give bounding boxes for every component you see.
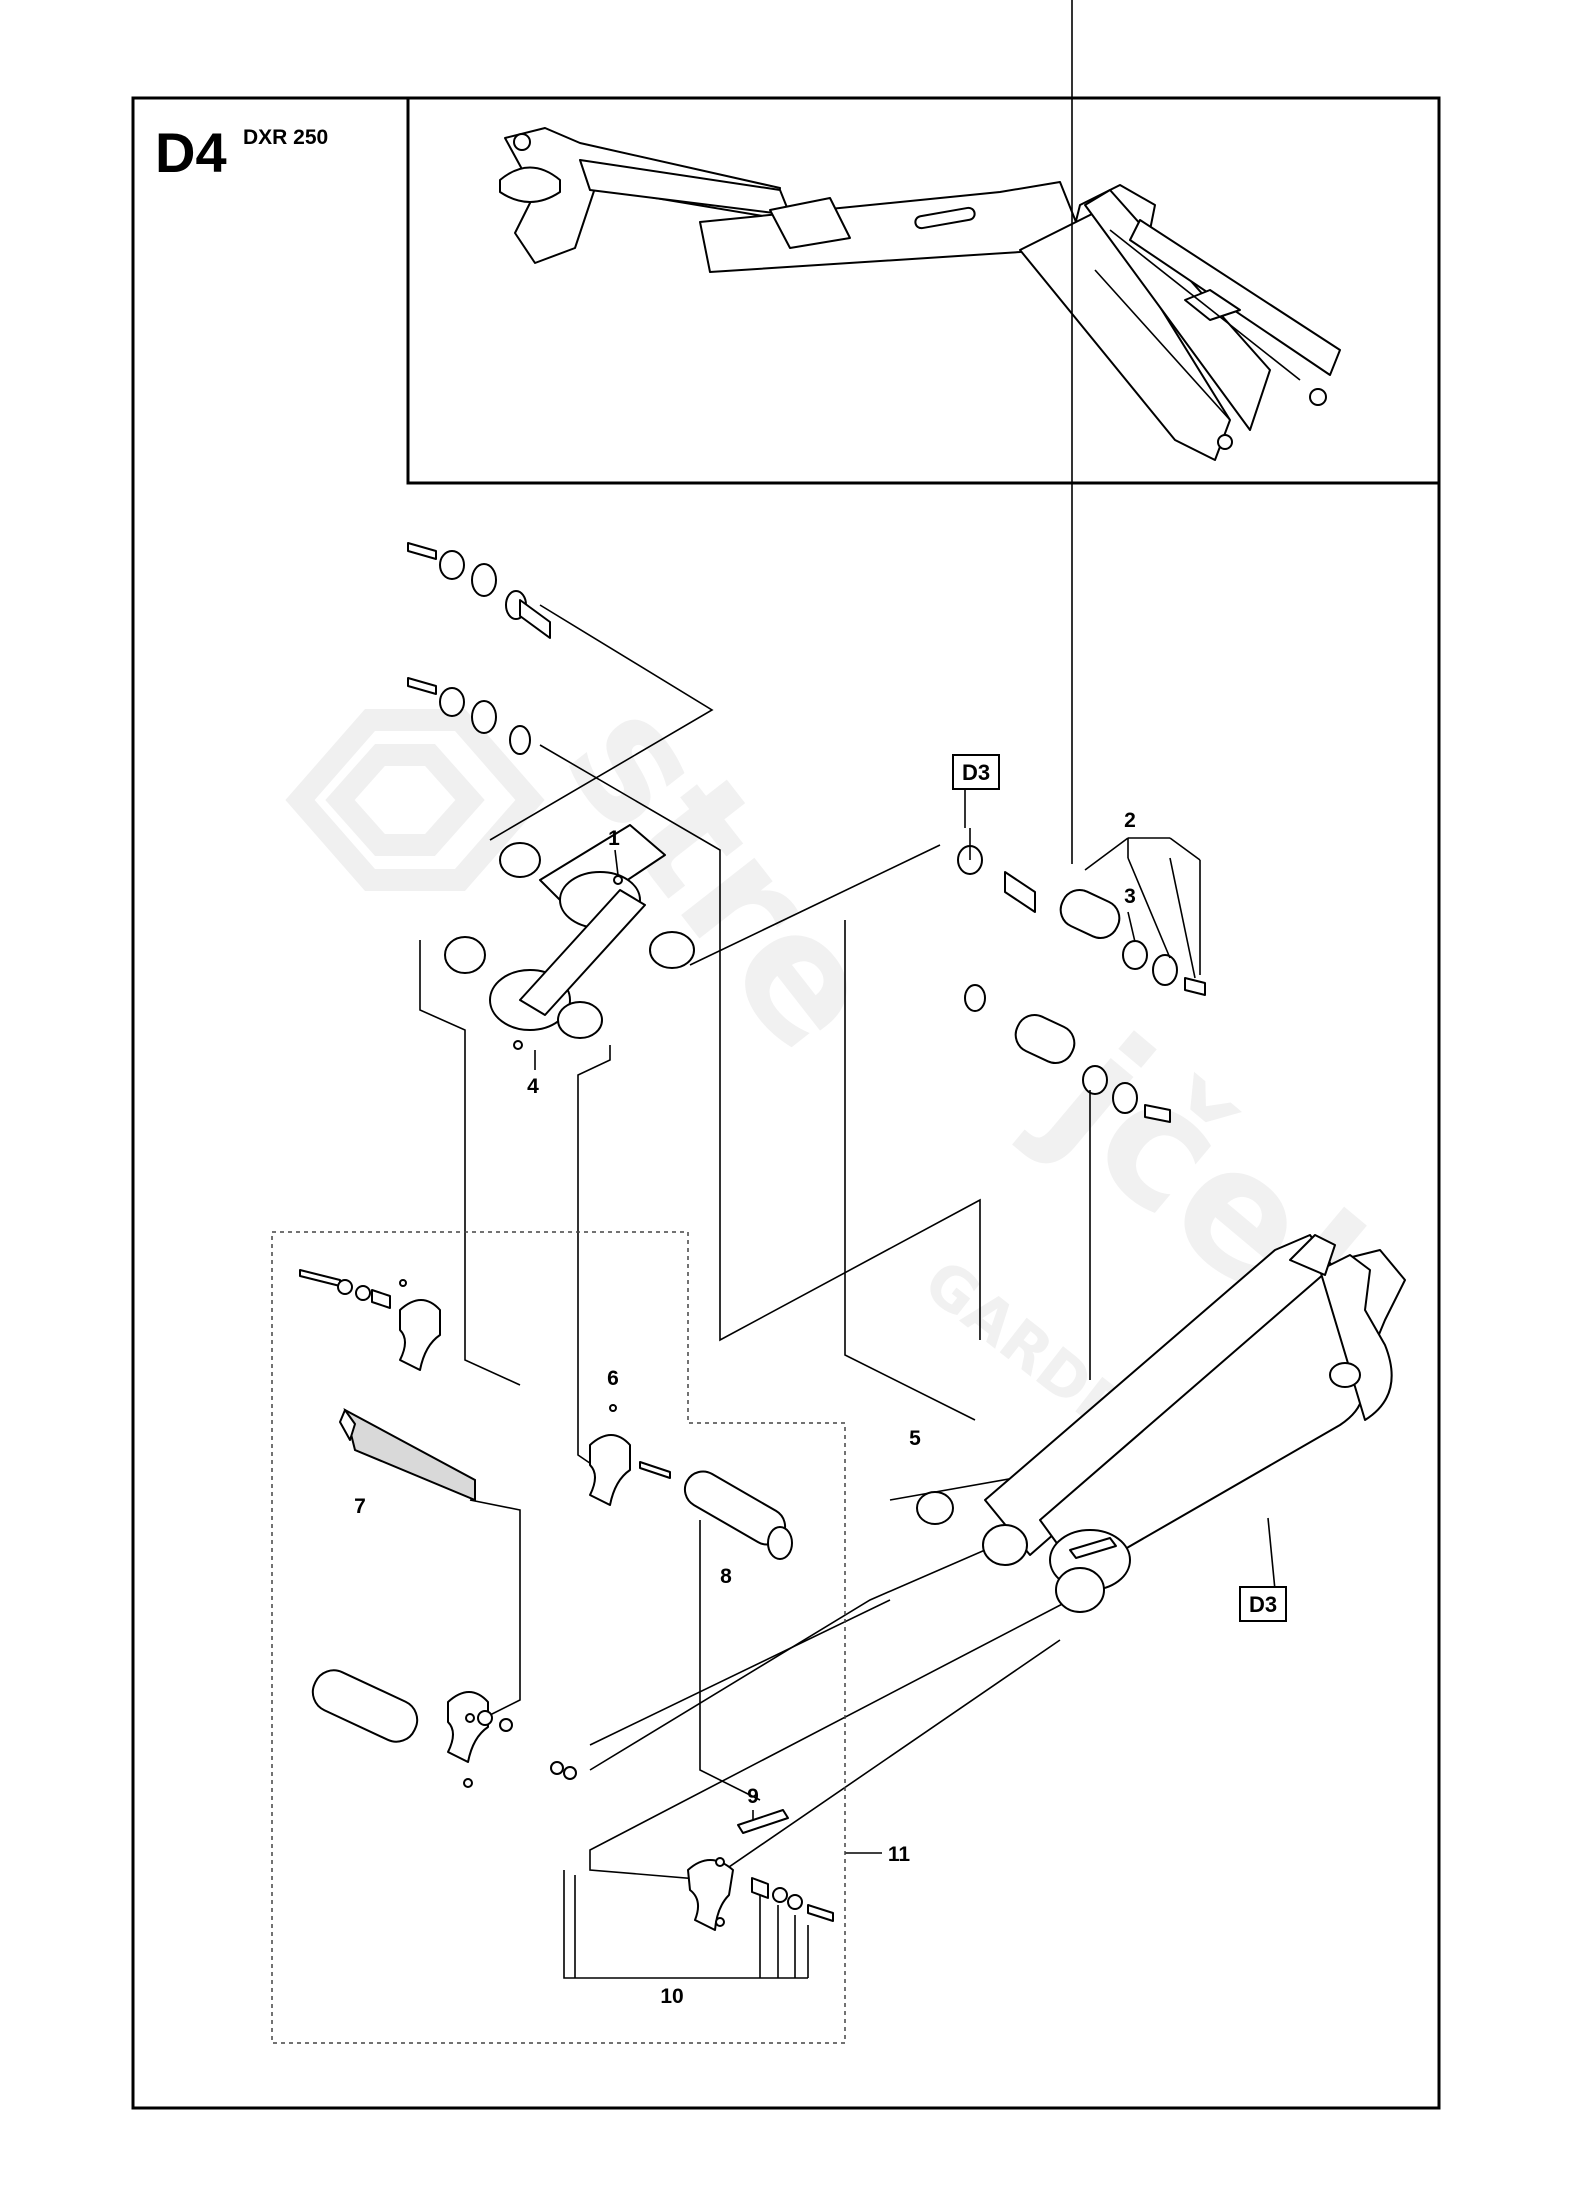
callout-10: 10 <box>660 1985 683 2008</box>
kit-boundary-dashed <box>271 1231 846 2044</box>
callout-6: 6 <box>607 1367 619 1390</box>
section-code: D4 <box>155 121 227 184</box>
kit-contents <box>299 1269 834 1931</box>
callout-8: 8 <box>720 1565 732 1588</box>
upper-pin-stack <box>407 542 551 639</box>
callout-5: 5 <box>909 1427 921 1450</box>
callout-2: 2 <box>1124 809 1136 832</box>
svg-text:D3: D3 <box>962 760 990 785</box>
overview-inset-frame <box>406 96 1441 485</box>
callout-3: 3 <box>1124 885 1136 908</box>
main-boom <box>916 1234 1406 1613</box>
callout-1: 1 <box>608 827 620 850</box>
callout-numbers: 1 2 3 4 5 6 7 8 9 10 11 <box>354 809 1136 2008</box>
callout-7: 7 <box>354 1495 366 1518</box>
svg-text:D3: D3 <box>1249 1592 1277 1617</box>
linkage-assembly <box>444 824 695 1050</box>
right-pin-group <box>957 845 1206 1123</box>
overview-arm-assembly <box>499 127 1341 461</box>
reference-tag-top: D3 <box>952 754 1000 828</box>
callout-9: 9 <box>747 1785 759 1808</box>
callout-11: 11 <box>888 1843 911 1866</box>
callout-brackets <box>534 837 1276 1979</box>
lower-pin-stack <box>407 677 531 755</box>
reference-tag-bottom-right: D3 <box>1239 1586 1287 1622</box>
model-label: DXR 250 <box>243 126 328 149</box>
callout-4: 4 <box>527 1075 539 1098</box>
